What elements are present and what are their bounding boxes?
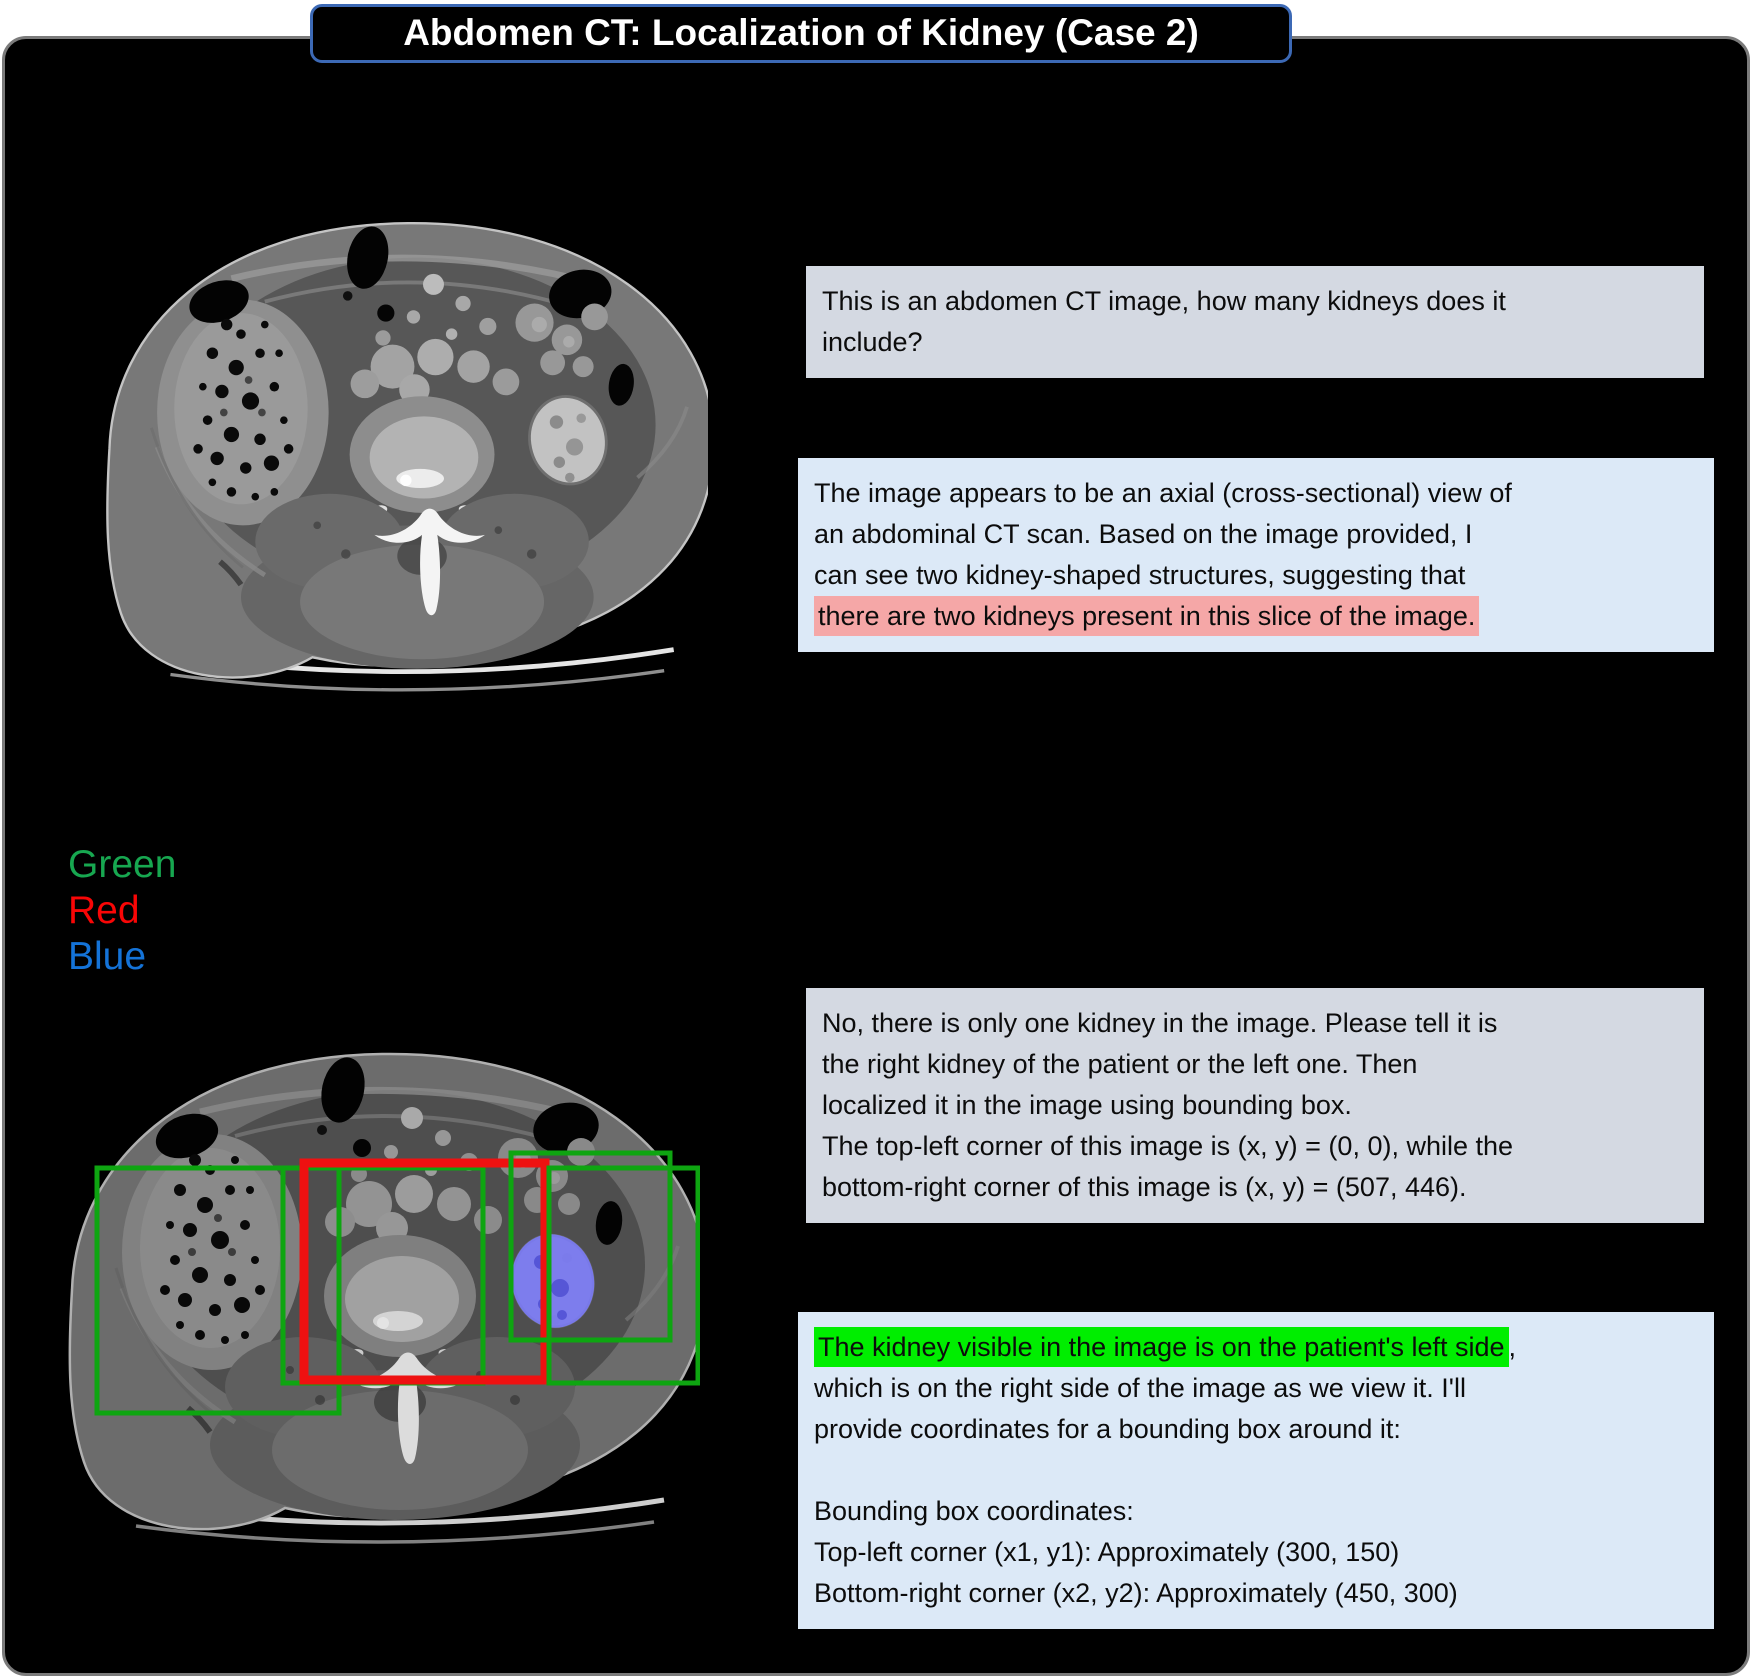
red-bounding-box	[299, 1158, 550, 1385]
answer-box-2: The kidney visible in the image is on th…	[798, 1312, 1714, 1629]
answer-1-text: The image appears to be an axial (cross-…	[814, 478, 1512, 590]
ct-scan-bottom-annotated	[60, 990, 700, 1560]
answer-2-comma: ,	[1508, 1332, 1517, 1362]
ct-scan-top	[98, 162, 708, 707]
figure-title: Abdomen CT: Localization of Kidney (Case…	[310, 4, 1292, 63]
question-2-text: No, there is only one kidney in the imag…	[822, 1008, 1514, 1202]
question-box-1: This is an abdomen CT image, how many ki…	[806, 266, 1704, 378]
question-box-2: No, there is only one kidney in the imag…	[806, 988, 1704, 1223]
legend: Green Red Blue	[68, 842, 176, 980]
answer-2-highlighted-claim: The kidney visible in the image is on th…	[814, 1327, 1509, 1367]
green-bounding-box	[508, 1150, 673, 1343]
question-1-text: This is an abdomen CT image, how many ki…	[822, 286, 1506, 357]
answer-2-text: which is on the right side of the image …	[814, 1373, 1466, 1608]
legend-item-red: Red	[68, 889, 140, 932]
legend-item-blue: Blue	[68, 935, 147, 978]
answer-1-highlighted-claim: there are two kidneys present in this sl…	[814, 596, 1480, 636]
green-bounding-box	[546, 1165, 700, 1386]
legend-item-green: Green	[68, 843, 177, 886]
answer-box-1: The image appears to be an axial (cross-…	[798, 458, 1714, 652]
bounding-box-overlay	[94, 1150, 700, 1416]
green-bounding-box	[94, 1165, 342, 1416]
